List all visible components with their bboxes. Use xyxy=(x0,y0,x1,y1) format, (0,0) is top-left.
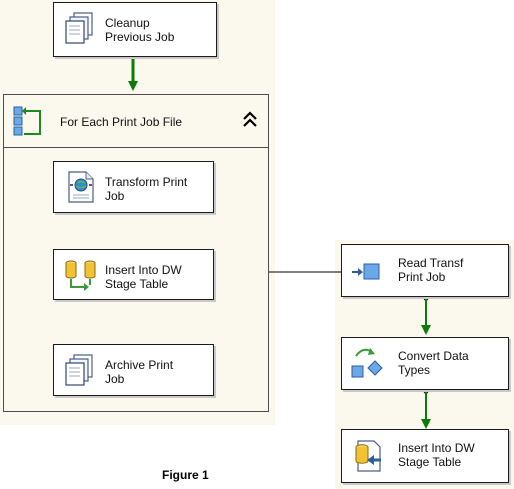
task-label: Cleanup Previous Job xyxy=(105,16,175,44)
task-label: Archive Print Job xyxy=(105,358,174,386)
task-archive-print-job[interactable]: Archive Print Job xyxy=(53,344,214,396)
task-label: Insert Into DW Stage Table xyxy=(105,263,182,291)
data-path-convert-to-insert[interactable] xyxy=(421,390,431,429)
data-path-read-to-convert[interactable] xyxy=(421,297,431,335)
source-read-transf-print-job[interactable]: Read Transf Print Job xyxy=(341,244,509,297)
transform-shapes-icon xyxy=(351,348,383,378)
file-stack-icon xyxy=(65,354,93,386)
container-header: For Each Print Job File xyxy=(4,95,268,148)
foreach-loop-icon xyxy=(13,106,41,136)
data-flow-icon xyxy=(65,260,96,291)
task-insert-into-dw-stage-table[interactable]: Insert Into DW Stage Table xyxy=(53,249,214,300)
component-label: Convert Data Types xyxy=(398,349,469,377)
task-label: Transform Print Job xyxy=(105,175,188,203)
component-label: Insert Into DW Stage Table xyxy=(398,441,475,469)
container-title: For Each Print Job File xyxy=(60,115,183,129)
file-stack-icon xyxy=(65,12,93,44)
transform-convert-data-types[interactable]: Convert Data Types xyxy=(341,337,509,390)
collapse-chevron-icon[interactable] xyxy=(242,111,258,129)
precedence-arrow-cleanup-to-loop[interactable] xyxy=(128,58,138,91)
task-transform-print-job[interactable]: Transform Print Job xyxy=(53,161,214,213)
source-arrow-icon xyxy=(352,263,380,280)
task-cleanup-previous-job[interactable]: Cleanup Previous Job xyxy=(53,2,217,57)
xml-globe-icon xyxy=(68,171,94,203)
destination-insert-into-dw-stage-table[interactable]: Insert Into DW Stage Table xyxy=(341,429,509,483)
destination-icon xyxy=(355,440,381,472)
component-label: Read Transf Print Job xyxy=(398,256,464,284)
figure-caption: Figure 1 xyxy=(162,468,209,482)
